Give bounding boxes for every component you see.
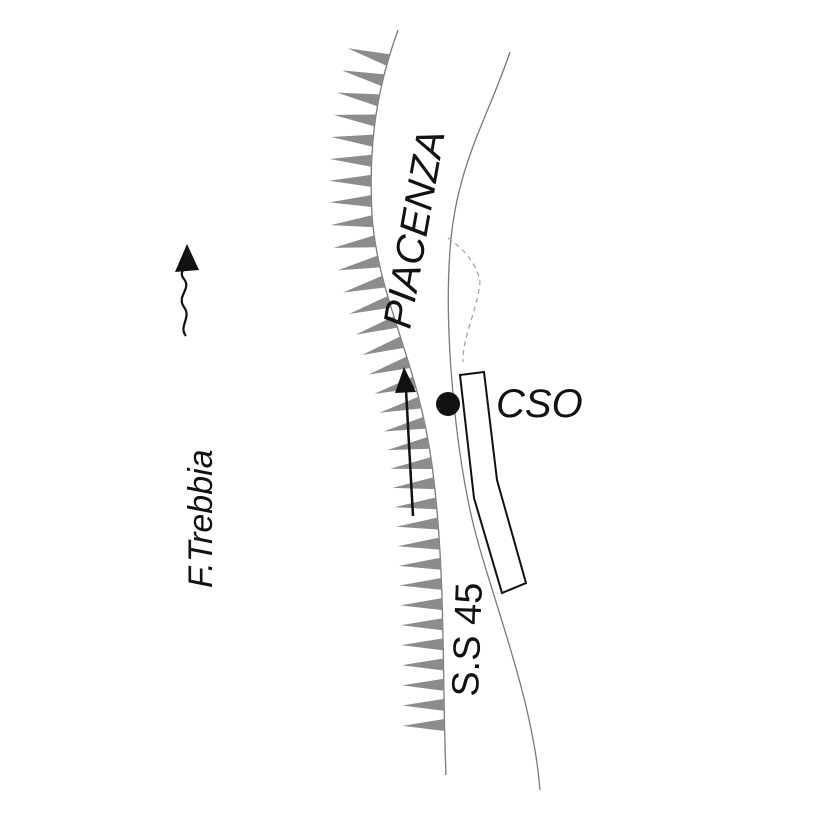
scarp-tick [347, 48, 390, 66]
scarp-tick [401, 658, 444, 671]
scarp-tick [362, 336, 404, 355]
embankment-scarp [329, 48, 445, 731]
scarp-tick [379, 396, 422, 413]
scarp-tick [390, 457, 433, 469]
scarp-tick [333, 235, 376, 248]
scarp-tick [355, 316, 398, 335]
scarp-tick [394, 497, 437, 510]
scarp-tick [401, 678, 444, 691]
scarp-tick [399, 577, 442, 590]
city-label: PIACENZA [376, 127, 454, 332]
scarp-tick [402, 719, 445, 731]
scarp-tick [400, 618, 443, 631]
scarp-tick [331, 134, 374, 147]
river-flow-arrow-icon [175, 244, 199, 337]
scarp-tick [343, 275, 386, 293]
scarp-tick [349, 296, 392, 314]
site-point-icon [436, 392, 460, 416]
scarp-tick [337, 92, 380, 107]
scarp-tick [392, 477, 435, 490]
scarp-tick [397, 537, 440, 550]
scarp-tick [329, 195, 372, 208]
river-label: F.Trebbia [182, 449, 220, 588]
scarp-tick [330, 215, 374, 228]
road-label: S.S 45 [445, 582, 491, 697]
scarp-tick [401, 638, 444, 651]
site-label: CSO [496, 382, 583, 426]
cso-site-outline [458, 370, 528, 595]
scarp-tick [400, 598, 443, 611]
dashed-track [447, 237, 481, 363]
scarp-tick [368, 356, 411, 375]
scarp-tick [396, 517, 439, 530]
scarp-tick [329, 174, 372, 187]
direction-arrow-icon [395, 367, 416, 517]
scarp-tick [402, 698, 445, 711]
scarp-tick [333, 114, 377, 127]
scarp-tick [337, 255, 381, 271]
scarp-tick [398, 557, 441, 570]
scarp-tick [329, 154, 372, 167]
scarp-tick [341, 70, 385, 86]
scarp-tick [383, 416, 426, 432]
